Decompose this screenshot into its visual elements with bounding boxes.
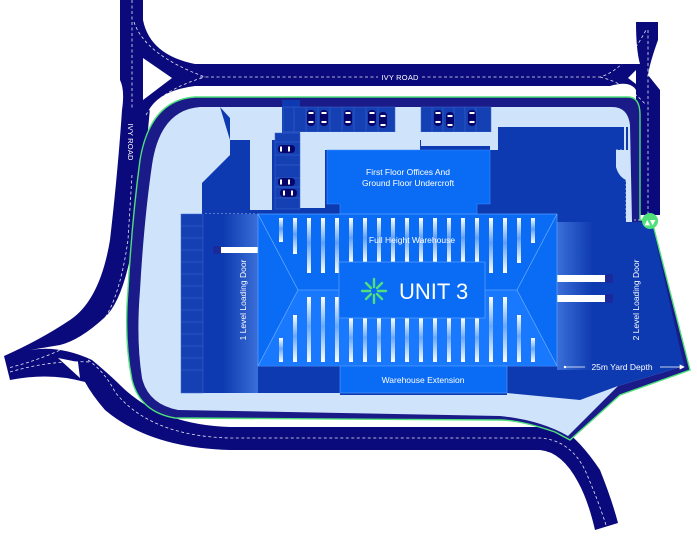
lorry-cab-right-2 xyxy=(605,294,613,303)
roof-lights xyxy=(279,218,535,362)
extension-label: Warehouse Extension xyxy=(382,375,465,385)
lorry-cab-left xyxy=(213,246,221,254)
offices-label-line2: Ground Floor Undercroft xyxy=(362,178,455,188)
unit-name: UNIT 3 xyxy=(399,279,468,304)
loading-yards: 1 Level Loading Door 2 Level Loading Doo… xyxy=(180,213,685,394)
road-network xyxy=(4,0,660,530)
lorry-right-1 xyxy=(557,275,605,282)
unit-3-building: First Floor Offices And Ground Floor Und… xyxy=(257,149,558,394)
car-parking xyxy=(274,106,492,210)
lorry-cab-right-1 xyxy=(605,274,613,283)
traffic-island-top-left xyxy=(143,58,172,100)
lorry-right-2 xyxy=(557,295,605,302)
yard-top-right xyxy=(498,127,616,222)
footpath-top-right xyxy=(490,110,626,180)
warehouse-extension-block xyxy=(339,365,508,394)
roads: IVY ROAD IVY ROAD xyxy=(4,0,660,530)
offices-label-line1: First Floor Offices And xyxy=(366,167,450,177)
road-label-left: IVY ROAD xyxy=(126,123,135,161)
site-entrance-marker[interactable]: ▲▼ xyxy=(642,213,658,229)
brand-logo-icon xyxy=(360,277,388,305)
traffic-island-bottom-left xyxy=(58,358,80,378)
in-out-arrows-icon: ▲▼ xyxy=(645,219,656,227)
left-loading-door-label: 1 Level Loading Door xyxy=(238,259,248,340)
traffic-island-top-right xyxy=(628,70,636,84)
yard-depth-dimension xyxy=(563,364,685,370)
lorry-left xyxy=(221,247,258,253)
warehouse-label: Full Height Warehouse xyxy=(369,235,455,245)
road-label-top: IVY ROAD xyxy=(381,73,419,82)
yard-depth-label: 25m Yard Depth xyxy=(591,362,652,372)
right-loading-door-label: 2 Level Loading Door xyxy=(631,259,641,340)
